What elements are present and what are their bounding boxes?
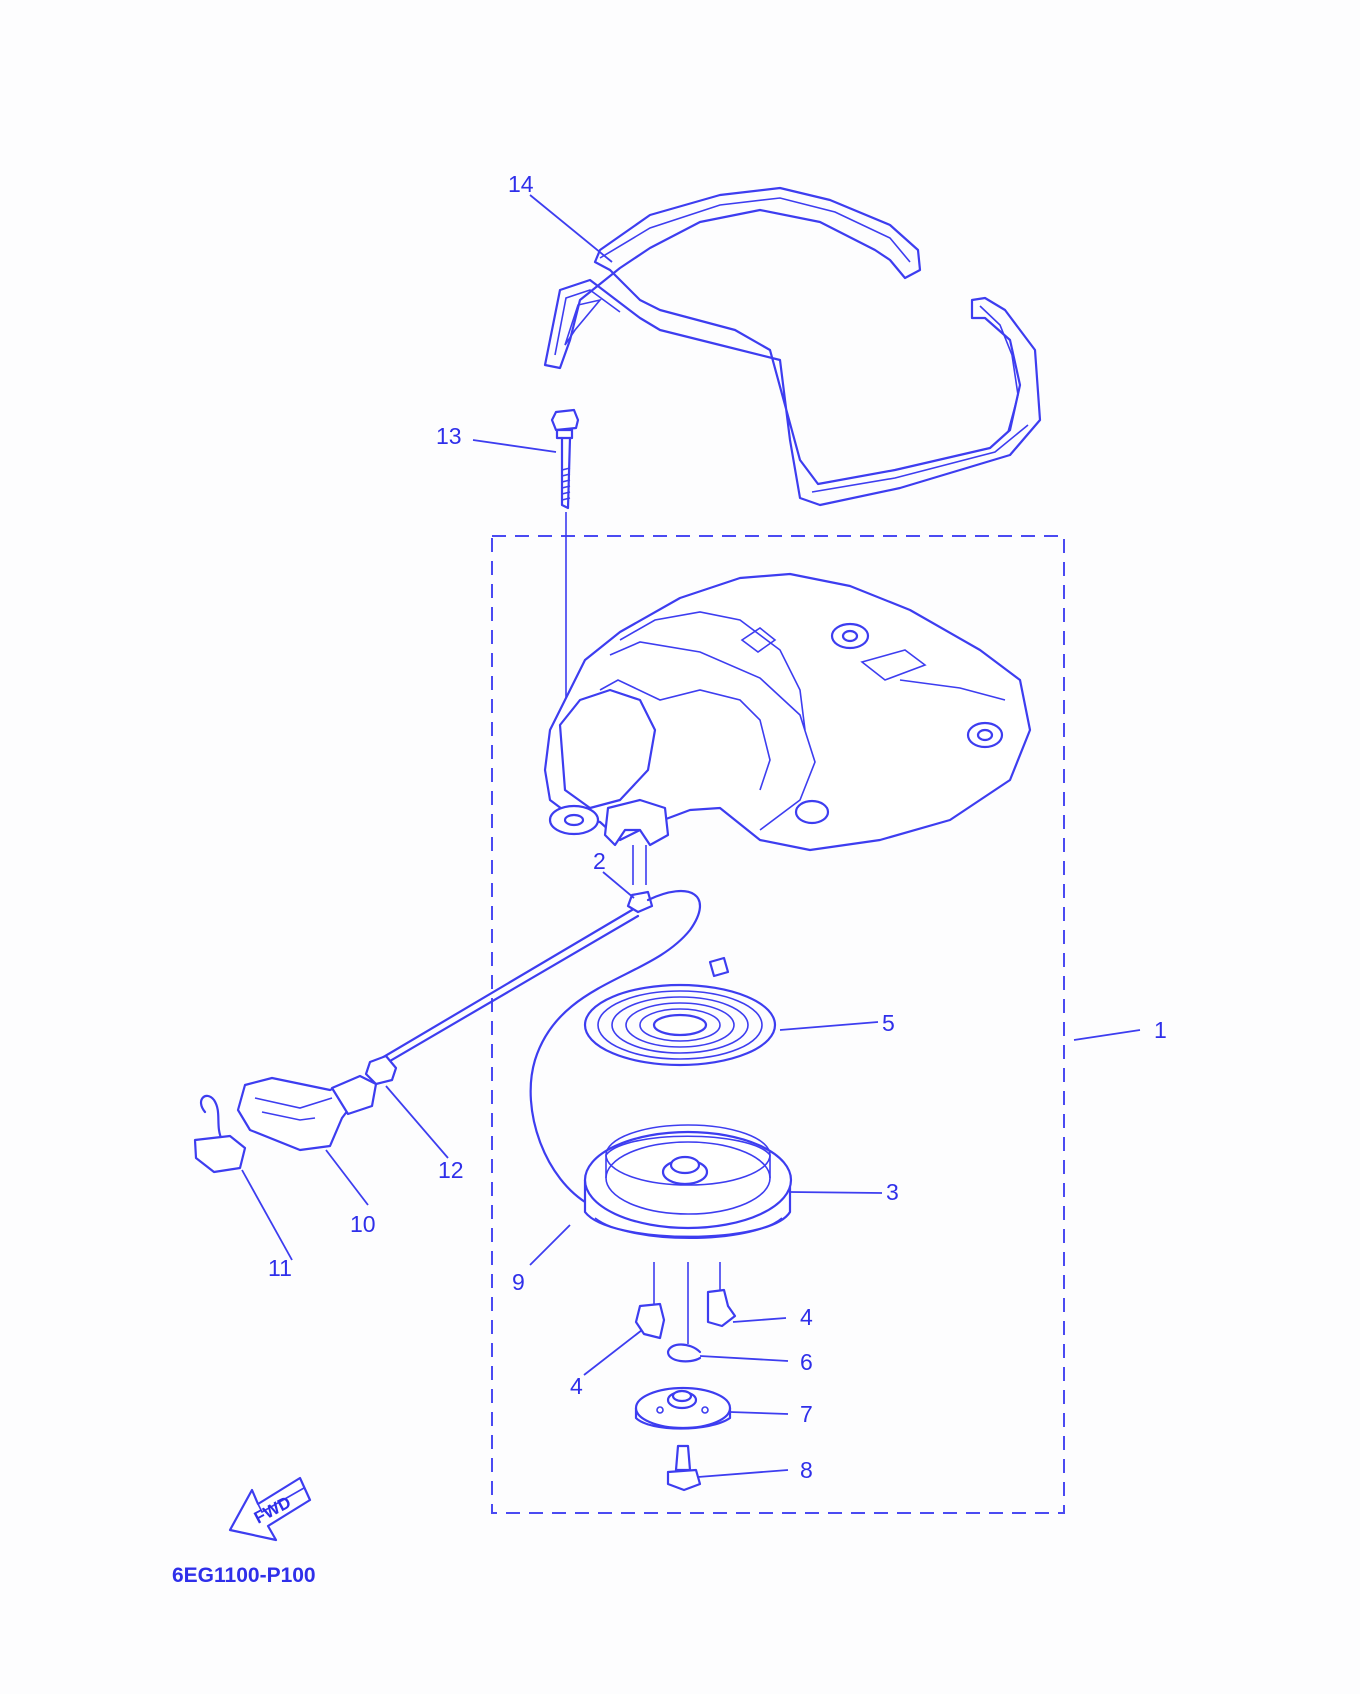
callout-6: 6 [800,1349,813,1375]
part-10-handle [236,1074,378,1152]
part-8-screw [666,1444,702,1492]
callout-2: 2 [593,848,606,874]
part-7-drive-plate [634,1386,732,1430]
leader-lines [241,194,1141,1478]
callout-5: 5 [882,1010,895,1036]
part-4-pawl-left [634,1262,666,1340]
callout-3: 3 [886,1179,899,1205]
part-5-spring [583,956,777,1067]
callout-12: 12 [438,1157,464,1183]
part-4-pawl-right [706,1262,737,1328]
forward-arrow-icon: FWD [228,1476,312,1542]
callout-11: 11 [268,1255,292,1281]
part-12-stopper [364,1054,398,1086]
callout-4-left: 4 [570,1373,583,1399]
callout-14: 14 [508,171,534,197]
part-14-seal-strip [543,186,1042,507]
callout-10: 10 [350,1211,376,1237]
callout-7: 7 [800,1401,813,1427]
part-11-clip [193,1094,247,1174]
callout-4-right: 4 [800,1304,813,1330]
callout-8: 8 [800,1457,813,1483]
callout-9: 9 [512,1269,525,1295]
part-6-circlip [666,1262,702,1363]
part-9-rope [373,890,702,1207]
starter-case [543,572,1032,885]
part-3-pulley [583,1124,793,1239]
drawing-code: 6EG1100-P100 [172,1564,316,1587]
assembly-boundary-box [491,535,1065,1514]
callout-13: 13 [436,423,462,449]
part-13-bolt [550,408,580,760]
callout-1: 1 [1154,1017,1167,1043]
